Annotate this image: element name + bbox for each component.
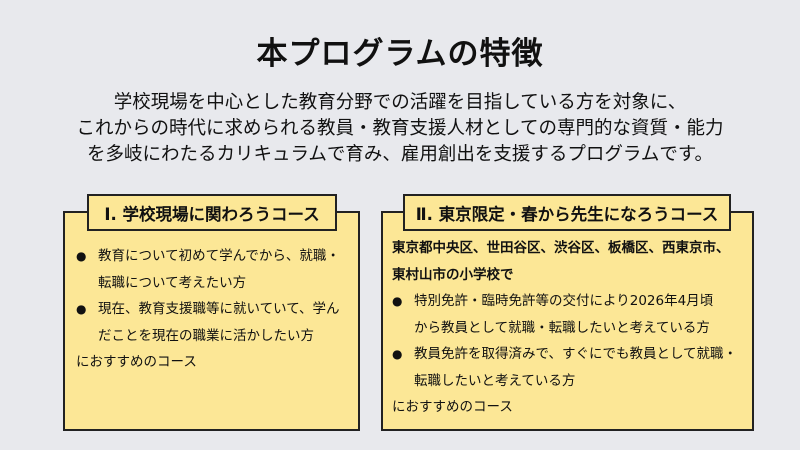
bullet-icon: ● (392, 347, 403, 361)
course2-lead: 東京都中央区、世田谷区、渋谷区、板橋区、西東京市、 (392, 240, 730, 256)
course2-lead: 東村山市の小学校で (392, 266, 514, 283)
intro-text: 学校現場を中心とした教育分野での活躍を目指している方を対象に、 これからの時代に… (0, 90, 800, 168)
list-item: ● 特別免許・臨時免許等の交付により2026年4月頃から教員として就職・転職した… (392, 288, 737, 341)
bullet-icon: ● (76, 302, 87, 316)
intro-line: これからの時代に求められる教員・教育支援人材としての専門的な資質・能力 (76, 118, 724, 139)
course2-heading: Ⅱ. 東京限定・春から先生になろうコース (403, 194, 731, 231)
course2-content: 東京都中央区、世田谷区、渋谷区、板橋区、西東京市、 東村山市の小学校で ● 特別… (392, 235, 737, 421)
course2-box (381, 211, 754, 431)
list-item: ● 教育について初めて学んでから、就職・転職について考えたい方 (76, 243, 340, 296)
list-item-text: 教員免許を取得済みで、すぐにでも教員として就職・ (414, 346, 738, 362)
course1-heading: Ⅰ. 学校現場に関わろうコース (87, 194, 337, 231)
list-item: ● 現在、教育支援職等に就いていて、学んだことを現在の職業に活かしたい方 (76, 296, 340, 349)
course1-content: ● 教育について初めて学んでから、就職・転職について考えたい方 ● 現在、教育支… (76, 243, 340, 376)
list-item: ● 教員免許を取得済みで、すぐにでも教員として就職・転職したいと考えている方 (392, 341, 737, 394)
intro-line: を多岐にわたるカリキュラムで育み、雇用創出を支援するプログラムです。 (86, 144, 714, 165)
list-item-text: 転職したいと考えている方 (414, 372, 576, 389)
list-item-text: 現在、教育支援職等に就いていて、学ん (98, 301, 340, 317)
list-item-text: から教員として就職・転職したいと考えている方 (414, 319, 710, 336)
list-item-text: 教育について初めて学んでから、就職・ (98, 248, 340, 264)
list-item-text: 特別免許・臨時免許等の交付により2026年4月頃 (414, 293, 714, 309)
list-item-text: だことを現在の職業に活かしたい方 (98, 327, 314, 344)
bullet-icon: ● (76, 249, 87, 263)
course2-footer: におすすめのコース (392, 399, 513, 415)
intro-line: 学校現場を中心とした教育分野での活躍を目指している方を対象に、 (113, 92, 687, 113)
page-title: 本プログラムの特徴 (256, 36, 544, 72)
course1-footer: におすすめのコース (76, 354, 197, 370)
bullet-icon: ● (392, 294, 403, 308)
course1-box (63, 211, 360, 431)
list-item-text: 転職について考えたい方 (98, 274, 247, 291)
